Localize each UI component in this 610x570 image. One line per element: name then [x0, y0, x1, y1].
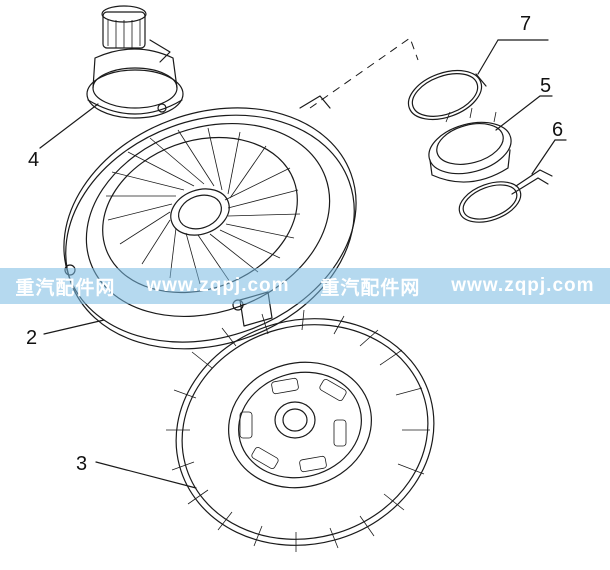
clutch-disc-part [166, 309, 435, 552]
part-label-5: 5 [540, 75, 551, 97]
leader-line-3 [95, 461, 197, 489]
part-label-4: 4 [28, 149, 39, 171]
leader-lines [39, 39, 567, 489]
leader-line-6 [531, 139, 567, 175]
part-label-3: 3 [76, 453, 87, 475]
watermark-text-1: 重汽配件网 [15, 277, 116, 299]
leader-line-4 [39, 103, 99, 149]
leader-line-2 [43, 319, 105, 335]
alignment-dashed-line [309, 37, 419, 109]
watermark-text-2: www.zqpj.com [146, 275, 290, 296]
watermark-text-4: www.zqpj.com [451, 275, 595, 296]
part-label-2: 2 [26, 327, 37, 349]
pressure-plate-part [63, 95, 357, 350]
snap-ring-part [407, 69, 487, 121]
leader-line-5 [495, 95, 553, 131]
retaining-ring-part [428, 107, 512, 183]
part-label-7: 7 [520, 13, 531, 35]
release-bearing-part [86, 5, 184, 119]
part-label-6: 6 [552, 119, 563, 141]
watermark-band: 重汽配件网 www.zqpj.com 重汽配件网 www.zqpj.com [0, 268, 610, 304]
watermark-text-3: 重汽配件网 [320, 277, 421, 299]
spring-clip-part [458, 169, 553, 223]
leader-line-7 [477, 39, 549, 75]
